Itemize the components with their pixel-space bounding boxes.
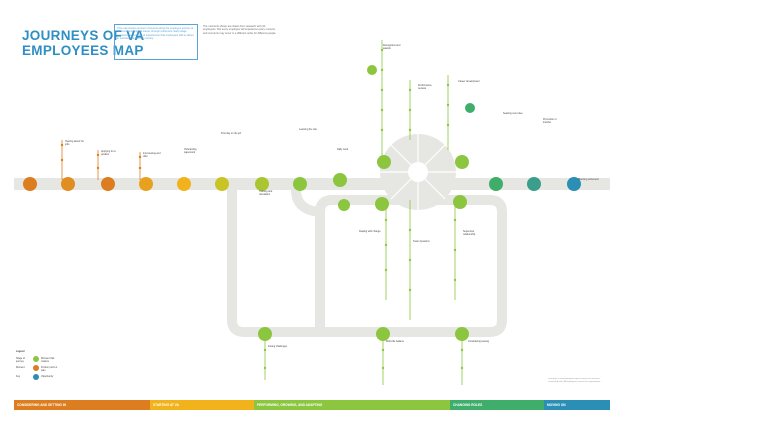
legend-row-desc: Friction point or pain xyxy=(41,366,58,372)
moment-note: Hearing about VA jobs xyxy=(65,140,84,146)
intro-secondary-text: The moments shown are drawn from researc… xyxy=(203,25,277,35)
moment-dots-early xyxy=(60,143,142,170)
legend-row-desc: Moment that matters xyxy=(41,357,55,363)
legend-swatch xyxy=(33,356,39,362)
loop-connector xyxy=(291,189,321,217)
moment-note: Team dynamics xyxy=(413,240,430,243)
moment-note: Promotion or transfer xyxy=(543,118,557,124)
phase-moving-on: MOVING ON xyxy=(544,400,610,410)
stage-marker-4 xyxy=(139,177,153,191)
legend-title: Legend xyxy=(16,350,25,353)
legend: Legend Stage of journey Moment that matt… xyxy=(16,350,60,386)
moment-note: Career development xyxy=(458,80,480,83)
stage-marker-2 xyxy=(61,177,75,191)
moment-note: Onboarding paperwork xyxy=(184,148,197,154)
stage-marker-19 xyxy=(376,327,390,341)
stage-marker-1 xyxy=(23,177,37,191)
intro-description: This map shows common moments along the … xyxy=(114,24,198,60)
stage-marker-10 xyxy=(377,155,391,169)
legend-row-label: Stage of journey xyxy=(16,357,25,363)
title-line-2: EMPLOYEES MAP xyxy=(22,43,144,58)
legend-row-desc: Opportunity xyxy=(41,375,54,378)
legend-row: Moment Friction point or pain xyxy=(16,365,60,372)
stage-marker-20 xyxy=(455,327,469,341)
stage-markers xyxy=(23,65,581,341)
phase-performing: PERFORMING, GROWING, AND ADAPTING xyxy=(254,400,450,410)
phase-considering: CONSIDERING AND SETTING IN xyxy=(14,400,150,410)
stage-marker-3 xyxy=(101,177,115,191)
legend-swatch xyxy=(33,365,39,371)
stage-marker-16 xyxy=(567,177,581,191)
moment-note: Performance reviews xyxy=(418,84,432,90)
stage-marker-7 xyxy=(255,177,269,191)
phase-changing-roles: CHANGING ROLES xyxy=(450,400,544,410)
phase-bar: CONSIDERING AND SETTING IN STARTING AT V… xyxy=(14,400,610,410)
main-road xyxy=(14,178,610,190)
timeline-lines-early xyxy=(61,140,141,180)
stage-marker-12 xyxy=(375,197,389,211)
moment-dots xyxy=(263,48,464,370)
legend-swatch xyxy=(33,374,39,380)
stage-marker-11 xyxy=(455,155,469,169)
moment-note: First day on the job xyxy=(221,132,242,135)
moment-note: Dealing with change xyxy=(359,230,381,233)
stage-marker-14 xyxy=(489,177,503,191)
moment-note: Planning retirement xyxy=(578,178,599,181)
stage-marker-22 xyxy=(465,103,475,113)
stage-marker-6 xyxy=(215,177,229,191)
title-line-1: JOURNEYS OF VA xyxy=(22,28,145,43)
legend-row-label: Moment xyxy=(16,366,25,369)
legend-row: Stage of journey Moment that matters xyxy=(16,356,60,363)
stage-marker-21 xyxy=(367,65,377,75)
phase-starting: STARTING AT VA xyxy=(150,400,254,410)
stage-marker-17 xyxy=(338,199,350,211)
moment-note: Considering leaving xyxy=(468,340,489,343)
moment-note: Facing challenges xyxy=(268,345,288,348)
legend-row: Key Opportunity xyxy=(16,374,60,380)
moment-note: Supervisor relationship xyxy=(463,230,476,236)
legend-row-label: Key xyxy=(16,375,21,378)
stage-marker-5 xyxy=(177,177,191,191)
moment-note: Work-life balance xyxy=(386,340,405,343)
moment-note: Learning the role xyxy=(299,128,317,131)
roundabout-spokes xyxy=(380,134,456,210)
moment-note: Daily work xyxy=(337,148,349,151)
stage-marker-18 xyxy=(258,327,272,341)
moment-note: Training and orientation xyxy=(259,190,273,196)
lower-loop-road xyxy=(227,190,507,337)
moment-note: Applying for a position xyxy=(101,150,116,156)
map-title: JOURNEYS OF VA EMPLOYEES MAP xyxy=(22,28,144,58)
stage-marker-9 xyxy=(333,173,347,187)
footnote: Journeys of VA Employees map is based on… xyxy=(548,378,601,383)
moment-note: Recognition and awards xyxy=(383,44,401,50)
moment-note: Interviewing and offer xyxy=(143,152,161,158)
stage-marker-15 xyxy=(527,177,541,191)
moment-note: Seeking new roles xyxy=(503,112,523,115)
stage-marker-8 xyxy=(293,177,307,191)
stage-marker-13 xyxy=(453,195,467,209)
